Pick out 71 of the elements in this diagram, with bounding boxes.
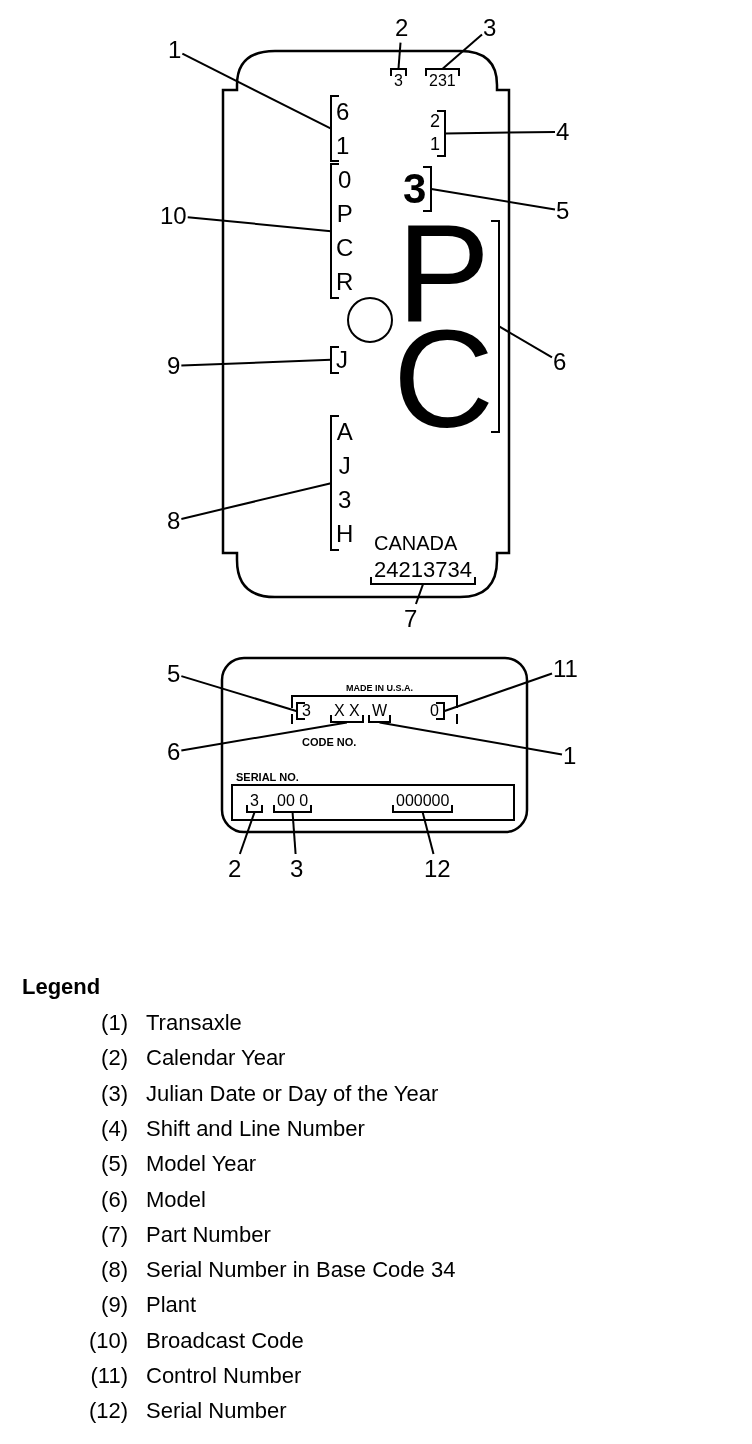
bracketed-code: 6 1 <box>330 95 350 163</box>
legend-text: Part Number <box>146 1221 271 1248</box>
leader-line <box>181 52 332 130</box>
leader-line <box>291 811 297 855</box>
label-text: SERIAL NO. <box>236 771 299 784</box>
callout-number: 1 <box>563 742 577 770</box>
callout-number: 11 <box>553 655 578 683</box>
bracketed-code: 000000 <box>392 792 454 814</box>
legend-number: (6) <box>101 1186 128 1212</box>
callout-number: 6 <box>553 348 567 376</box>
bracketed-code: X X <box>330 702 364 724</box>
legend-text: Serial Number in Base Code 34 <box>146 1257 456 1283</box>
callout-number: 7 <box>404 605 418 633</box>
legend-number: (4) <box>101 1115 128 1142</box>
legend-text: Serial Number <box>146 1398 287 1424</box>
bracketed-code: 3 <box>403 166 433 213</box>
leader-line <box>186 216 332 233</box>
callout-number: 9 <box>167 352 181 380</box>
legend-number: (9) <box>101 1292 128 1318</box>
bracketed-code: 00 0 <box>273 792 313 814</box>
legend-text: Model Year <box>146 1151 257 1177</box>
legend-number: (7) <box>101 1221 128 1248</box>
callout-number: 6 <box>167 738 181 766</box>
leader-line <box>441 33 483 70</box>
legend-number: (8) <box>101 1257 128 1283</box>
bracketed-code: A J 3 H <box>330 415 354 552</box>
leader-line <box>180 358 332 367</box>
legend-text: Plant <box>146 1292 197 1318</box>
callout-number: 12 <box>424 855 451 883</box>
leader-line <box>397 41 402 70</box>
legend-text: Shift and Line Number <box>146 1115 365 1142</box>
callout-number: 4 <box>556 118 570 146</box>
callout-number: 5 <box>556 197 570 225</box>
callout-number: 3 <box>290 855 304 883</box>
bracketed-code: W <box>368 702 392 724</box>
leader-line <box>442 672 553 713</box>
leader-line <box>414 583 424 605</box>
bracketed-code: 0 P C R <box>330 163 354 300</box>
legend-text: Broadcast Code <box>146 1327 304 1353</box>
legend-number: (10) <box>88 1327 128 1353</box>
callout-number: 10 <box>160 202 187 230</box>
leader-line <box>421 811 435 855</box>
callout-number: 3 <box>483 14 497 42</box>
bracketed-code: 3 <box>246 792 263 814</box>
legend-text: Control Number <box>146 1363 302 1389</box>
label-text: MADE IN U.S.A. <box>346 683 413 694</box>
legend-text: Julian Date or Day of the Year <box>146 1080 439 1106</box>
callout-number: 5 <box>167 660 181 688</box>
legend-number: (2) <box>101 1045 128 1071</box>
bracketed-code: 2 1 <box>430 110 446 157</box>
leader-line <box>180 482 332 520</box>
label-text: CODE NO. <box>302 736 357 749</box>
bracketed-code: 3 <box>296 702 311 721</box>
legend-title: Legend <box>22 974 101 1000</box>
legend-text: Model <box>146 1186 206 1212</box>
legend-number: (11) <box>90 1363 128 1389</box>
legend-text: Calendar Year <box>146 1045 286 1071</box>
bracketed-code: 0 <box>430 702 445 721</box>
legend-number: (12) <box>88 1398 128 1424</box>
leader-line <box>238 811 256 855</box>
legend-number: (3) <box>101 1080 128 1106</box>
legend-number: (5) <box>101 1151 128 1177</box>
callout-number: 8 <box>167 507 181 535</box>
callout-number: 1 <box>168 36 182 64</box>
legend-number: (1) <box>101 1010 128 1036</box>
leader-line <box>180 675 298 713</box>
callout-number: 2 <box>395 14 409 42</box>
bracketed-code: J <box>330 346 348 374</box>
legend-text: Transaxle <box>146 1010 242 1036</box>
callout-number: 2 <box>228 855 242 883</box>
label-text: CANADA <box>374 532 458 555</box>
